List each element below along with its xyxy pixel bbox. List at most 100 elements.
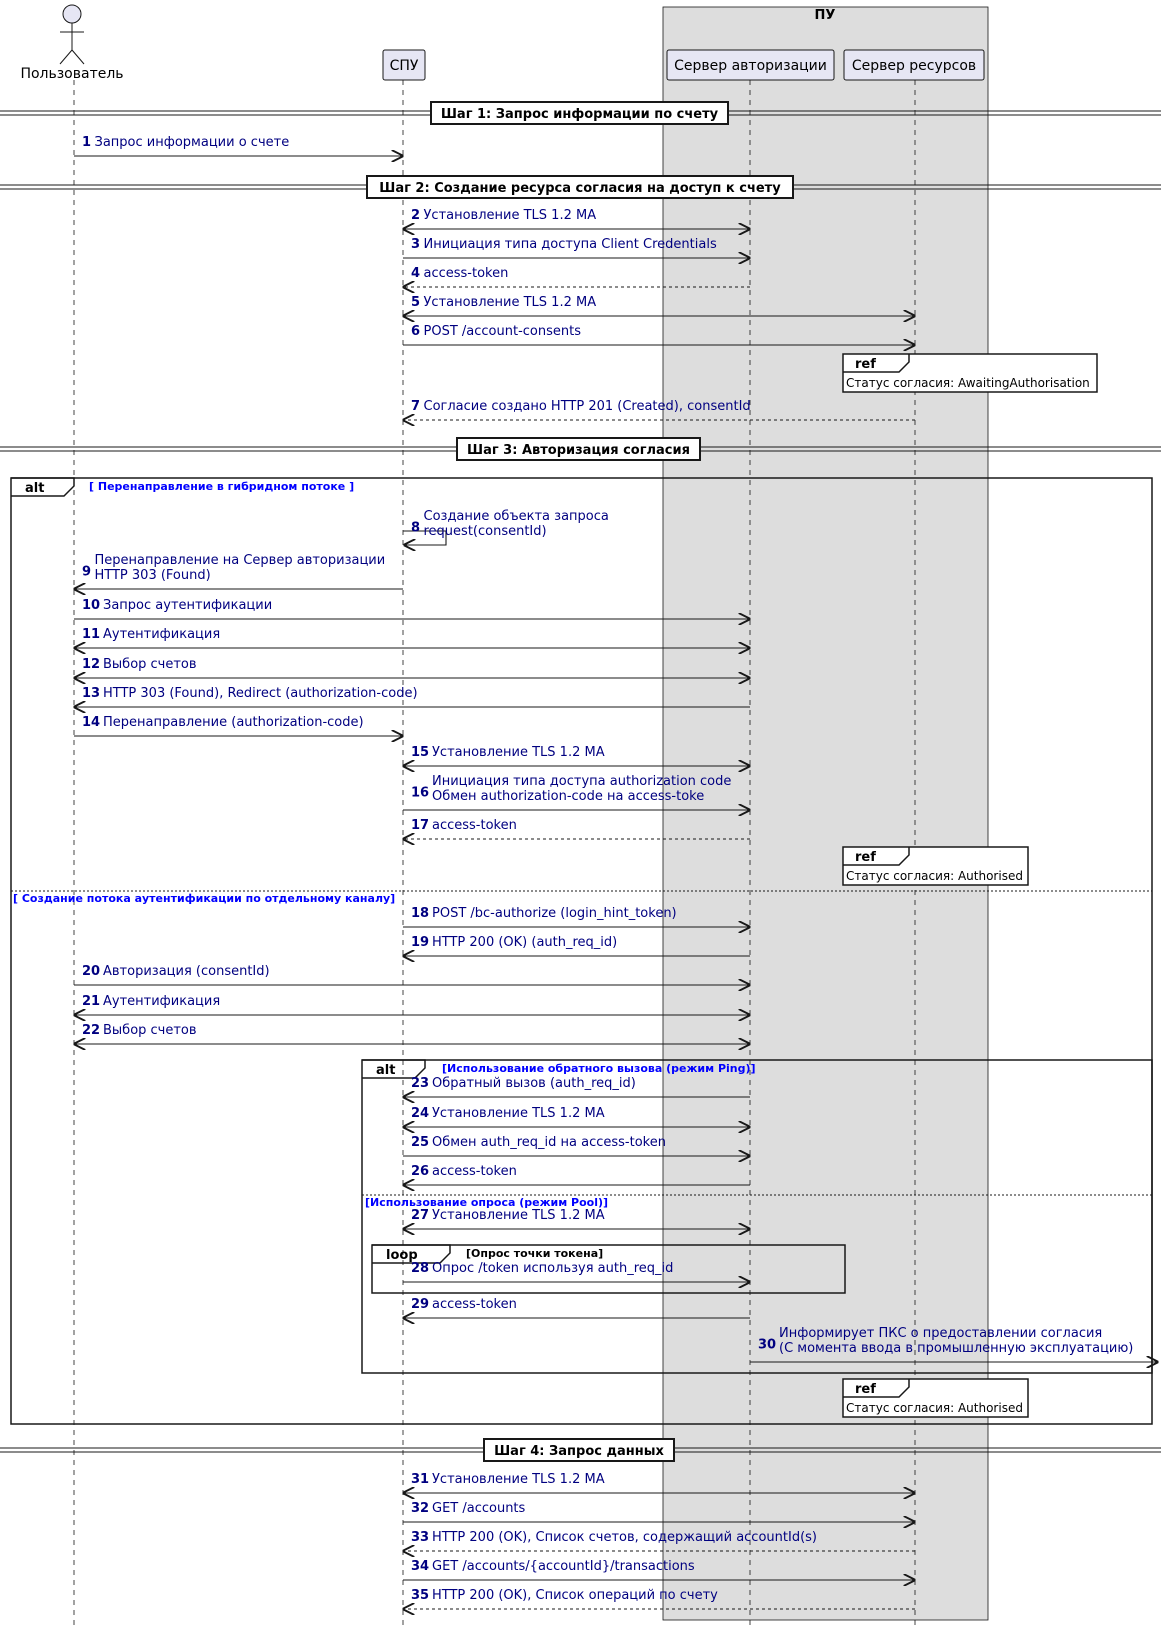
message-label: Установление TLS 1.2 MA [424,295,597,310]
message-number: 18 [411,906,429,921]
message-number: 9 [82,565,91,580]
loop-label: loop [386,1248,418,1263]
alt-outer-label: alt [25,481,44,496]
message-label: Аутентификация [103,994,220,1009]
message-label: request(consentId) [424,524,547,539]
message-number: 34 [411,1559,429,1574]
message-number: 10 [82,598,100,613]
alt-outer-condition-2: [ Создание потока аутентификации по отде… [13,892,395,905]
message-number: 24 [411,1106,429,1121]
alt-inner-condition-2: [Использование опроса (режим Pool)] [365,1196,608,1209]
actor-leg-right [71,49,85,65]
message-label: Авторизация (consentId) [103,964,270,979]
message-label: (С момента ввода в промышленную эксплуат… [779,1341,1133,1356]
ref-tab [843,847,910,866]
message-number: 22 [82,1023,100,1038]
divider-label: Шаг 2: Создание ресурса согласия на дост… [379,181,781,196]
message-number: 30 [758,1338,776,1353]
message-number: 31 [411,1472,429,1487]
alt-inner-label: alt [376,1063,395,1078]
message-number: 23 [411,1076,429,1091]
ref-box [842,846,1029,886]
message-number: 12 [82,657,100,672]
message-label: Запрос информации о счете [95,135,290,150]
box-title: ПУ [815,8,836,23]
alt-outer-tab [11,477,75,497]
message-label: Перенаправление (authorization-code) [103,715,364,730]
divider-label: Шаг 1: Запрос информации по счету [441,107,719,122]
message-label: Обмен authorization-code на access-toke [432,789,704,804]
ref-text: Статус согласия: Authorised [846,1401,1023,1415]
alt-inner-condition-1: [Использование обратного вызова (режим P… [442,1062,756,1075]
participant-label-spu: СПУ [390,58,419,74]
ref-label: ref [855,850,876,865]
message-number: 5 [411,295,420,310]
participant-auth [666,49,835,81]
message-label: access-token [432,1164,517,1179]
alt-inner-tab [362,1059,426,1079]
divider-label: Шаг 4: Запрос данных [494,1444,664,1459]
loop-condition: [Опрос точки токена] [466,1247,603,1260]
divider-box [456,437,701,461]
message-label: Запрос аутентификации [103,598,272,613]
message-label: Установление TLS 1.2 MA [424,208,597,223]
participant-label-auth: Сервер авторизации [674,58,827,74]
ref-text: Статус согласия: Authorised [846,869,1023,883]
message-label: HTTP 200 (OK), Список счетов, содержащий… [432,1530,817,1545]
message-number: 13 [82,686,100,701]
actor-head [62,4,82,24]
message-number: 11 [82,627,100,642]
message-number: 35 [411,1588,429,1603]
ref-tab [843,1379,910,1398]
message-number: 32 [411,1501,429,1516]
message-number: 16 [411,786,429,801]
message-label: Создание объекта запроса [424,509,609,524]
actor-icon [59,4,85,65]
participant-label-res: Сервер ресурсов [852,58,976,74]
message-number: 28 [411,1261,429,1276]
message-number: 25 [411,1135,429,1150]
message-label: Выбор счетов [103,657,197,672]
divider-box [483,1438,675,1462]
message-number: 19 [411,935,429,950]
ref-box [842,353,1098,393]
divider-label: Шаг 3: Авторизация согласия [467,443,690,458]
message-label: Согласие создано HTTP 201 (Created), con… [424,399,751,414]
message-label: Установление TLS 1.2 MA [432,1208,605,1223]
message-number: 4 [411,266,420,281]
message-label: Информирует ПКС о предоставлении согласи… [779,1326,1102,1341]
message-label: Установление TLS 1.2 MA [432,1472,605,1487]
message-number: 1 [82,135,91,150]
message-label: Аутентификация [103,627,220,642]
alt-inner-frame [361,1059,1153,1374]
message-label: HTTP 303 (Found) [95,568,211,583]
message-number: 2 [411,208,420,223]
ref-text: Статус согласия: AwaitingAuthorisation [846,376,1090,390]
message-label: access-token [424,266,509,281]
message-label: GET /accounts/{accountId}/transactions [432,1559,695,1574]
participant-spu [382,49,426,81]
message-number: 29 [411,1297,429,1312]
message-label: access-token [432,1297,517,1312]
message-number: 14 [82,715,100,730]
message-label: HTTP 303 (Found), Redirect (authorizatio… [103,686,418,701]
message-label: HTTP 200 (OK) (auth_req_id) [432,935,617,950]
message-label: access-token [432,818,517,833]
ref-label: ref [855,357,876,372]
message-arrow [403,530,447,545]
message-label: Установление TLS 1.2 MA [432,1106,605,1121]
message-number: 17 [411,818,429,833]
message-label: Опрос /token используя auth_req_id [432,1261,673,1276]
message-label: Обратный вызов (auth_req_id) [432,1076,636,1091]
ref-tab [843,354,910,373]
message-label: Выбор счетов [103,1023,197,1038]
message-number: 6 [411,324,420,339]
message-label: Обмен auth_req_id на access-token [432,1135,666,1150]
participant-res [843,49,985,81]
message-number: 27 [411,1208,429,1223]
participant-box [662,6,989,1621]
message-number: 7 [411,399,420,414]
message-label: POST /bc-authorize (login_hint_token) [432,906,677,921]
message-label: GET /accounts [432,1501,526,1516]
